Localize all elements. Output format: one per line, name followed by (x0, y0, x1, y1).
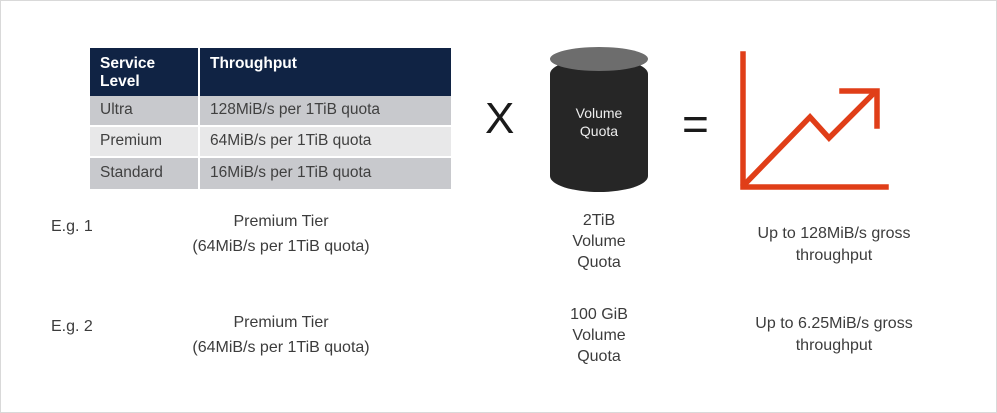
table-row: Ultra 128MiB/s per 1TiB quota (90, 96, 451, 127)
example-1-volume-line3: Quota (577, 254, 621, 272)
cylinder-label-line1: Volume (575, 105, 623, 121)
example-1-volume-line1: 2TiB (582, 212, 616, 229)
example-2-tier-line1: Premium Tier (233, 314, 329, 331)
multiply-operator-icon: X (485, 94, 515, 143)
example-2-result-line1: Up to 6.25MiB/s gross (755, 315, 913, 332)
cylinder-body (550, 58, 648, 192)
cell-service-level: Premium (90, 127, 200, 158)
example-2-volume-line2: Volume (572, 327, 626, 345)
database-cylinder-icon: Volume Quota (550, 47, 648, 199)
equals-operator-icon: = (682, 98, 709, 150)
example-2-volume-line3: Quota (577, 348, 621, 366)
cell-throughput: 64MiB/s per 1TiB quota (200, 127, 451, 158)
example-1-tier: Premium Tier (64MiB/s per 1TiB quota) (131, 210, 431, 260)
cylinder-top-ellipse (550, 47, 648, 71)
example-1-result: Up to 128MiB/s gross throughput (714, 223, 954, 267)
cylinder-label: Volume Quota (550, 105, 648, 141)
example-1-tier-line1: Premium Tier (233, 213, 329, 230)
service-level-table: Service Level Throughput Ultra 128MiB/s … (90, 48, 451, 189)
cell-service-level: Standard (90, 158, 200, 189)
table-header-row: Service Level Throughput (90, 48, 451, 96)
cell-throughput: 128MiB/s per 1TiB quota (200, 96, 451, 127)
table-body: Ultra 128MiB/s per 1TiB quota Premium 64… (90, 96, 451, 189)
example-1-result-line1: Up to 128MiB/s gross (757, 225, 911, 242)
cylinder-label-line2: Quota (579, 122, 619, 139)
table-row: Premium 64MiB/s per 1TiB quota (90, 127, 451, 158)
example-2-tier: Premium Tier (64MiB/s per 1TiB quota) (131, 311, 431, 361)
example-1-volume: 2TiB Volume Quota (534, 210, 664, 273)
example-1-tier-line2: (64MiB/s per 1TiB quota) (192, 237, 370, 255)
example-1-result-line2: throughput (795, 246, 873, 264)
cell-service-level: Ultra (90, 96, 200, 127)
cell-throughput: 16MiB/s per 1TiB quota (200, 158, 451, 189)
example-2-label: E.g. 2 (51, 318, 93, 335)
header-service-level-line1: Service (100, 55, 156, 72)
example-2-volume-line1: 100 GiB (570, 306, 628, 323)
line-chart-up-icon (740, 51, 889, 190)
header-service-level-line2: Level (100, 72, 140, 90)
header-service-level: Service Level (90, 48, 200, 96)
chart-arrow-head (839, 88, 880, 129)
table-header: Service Level Throughput (90, 48, 451, 96)
header-throughput: Throughput (200, 48, 451, 96)
example-2-tier-line2: (64MiB/s per 1TiB quota) (192, 338, 370, 356)
table-row: Standard 16MiB/s per 1TiB quota (90, 158, 451, 189)
chart-trend-line (740, 89, 878, 189)
example-1-volume-line2: Volume (572, 233, 626, 251)
example-2-result: Up to 6.25MiB/s gross throughput (714, 313, 954, 357)
example-1-label: E.g. 1 (51, 218, 93, 235)
example-2-result-line2: throughput (795, 336, 873, 354)
example-2-volume: 100 GiB Volume Quota (534, 304, 664, 367)
